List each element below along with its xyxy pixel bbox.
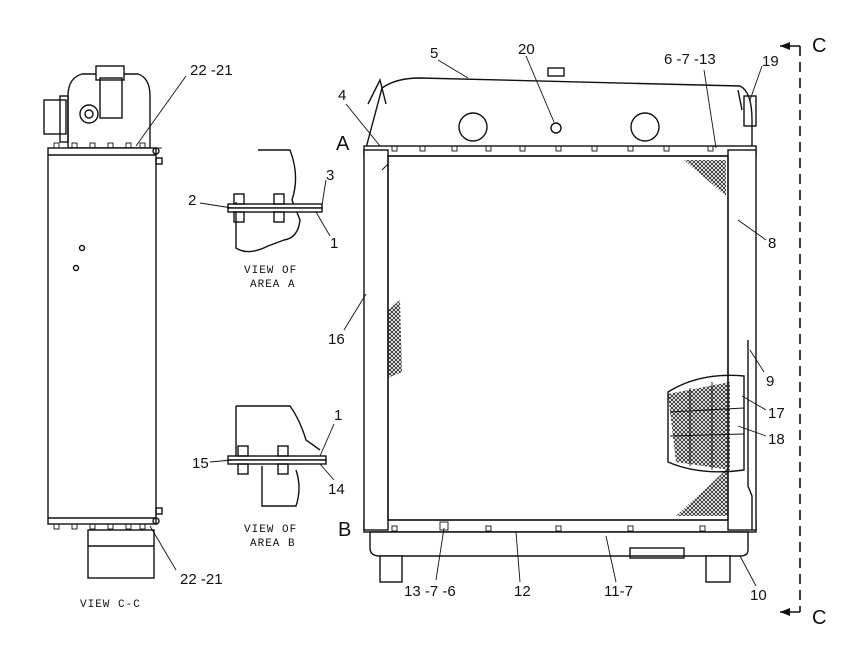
callout-16: 16 bbox=[328, 331, 345, 348]
section-marker-c-bottom: C bbox=[812, 607, 826, 629]
callout-5: 5 bbox=[430, 45, 438, 62]
callout-17: 17 bbox=[768, 405, 785, 422]
detail-view-area-a bbox=[199, 149, 331, 253]
callout-10: 10 bbox=[750, 587, 767, 604]
area-b-marker: B bbox=[338, 519, 351, 541]
area-a-marker: A bbox=[336, 133, 350, 155]
callout-6-7-13: 6 -7 -13 bbox=[664, 51, 716, 68]
callout-12: 12 bbox=[514, 583, 531, 600]
callout-19: 19 bbox=[762, 53, 779, 70]
caption-view-a-line1: VIEW OF bbox=[244, 265, 297, 277]
callout-22-21-top: 22 -21 bbox=[190, 62, 233, 79]
callout-14: 14 bbox=[328, 481, 345, 498]
side-view-cc bbox=[43, 65, 187, 579]
caption-view-a-line2: AREA A bbox=[250, 279, 296, 291]
callout-1-area-a: 1 bbox=[330, 235, 338, 252]
callout-1-area-b: 1 bbox=[334, 407, 342, 424]
caption-view-b-line2: AREA B bbox=[250, 538, 296, 550]
callout-20: 20 bbox=[518, 41, 535, 58]
callout-9: 9 bbox=[766, 373, 774, 390]
callout-11-7: 11-7 bbox=[604, 583, 633, 600]
callout-22-21-bottom: 22 -21 bbox=[180, 571, 223, 588]
callout-13-7-6: 13 -7 -6 bbox=[404, 583, 456, 600]
detail-view-area-b bbox=[209, 405, 335, 507]
section-marker-c-top: C bbox=[812, 35, 826, 57]
callout-2: 2 bbox=[188, 192, 196, 209]
callout-18: 18 bbox=[768, 431, 785, 448]
callout-3: 3 bbox=[326, 167, 334, 184]
callout-8: 8 bbox=[768, 235, 776, 252]
caption-view-b-line1: VIEW OF bbox=[244, 524, 297, 536]
caption-view-cc: VIEW C-C bbox=[80, 599, 141, 611]
callout-15: 15 bbox=[192, 455, 209, 472]
callout-4: 4 bbox=[338, 87, 346, 104]
front-view-radiator bbox=[343, 42, 801, 616]
